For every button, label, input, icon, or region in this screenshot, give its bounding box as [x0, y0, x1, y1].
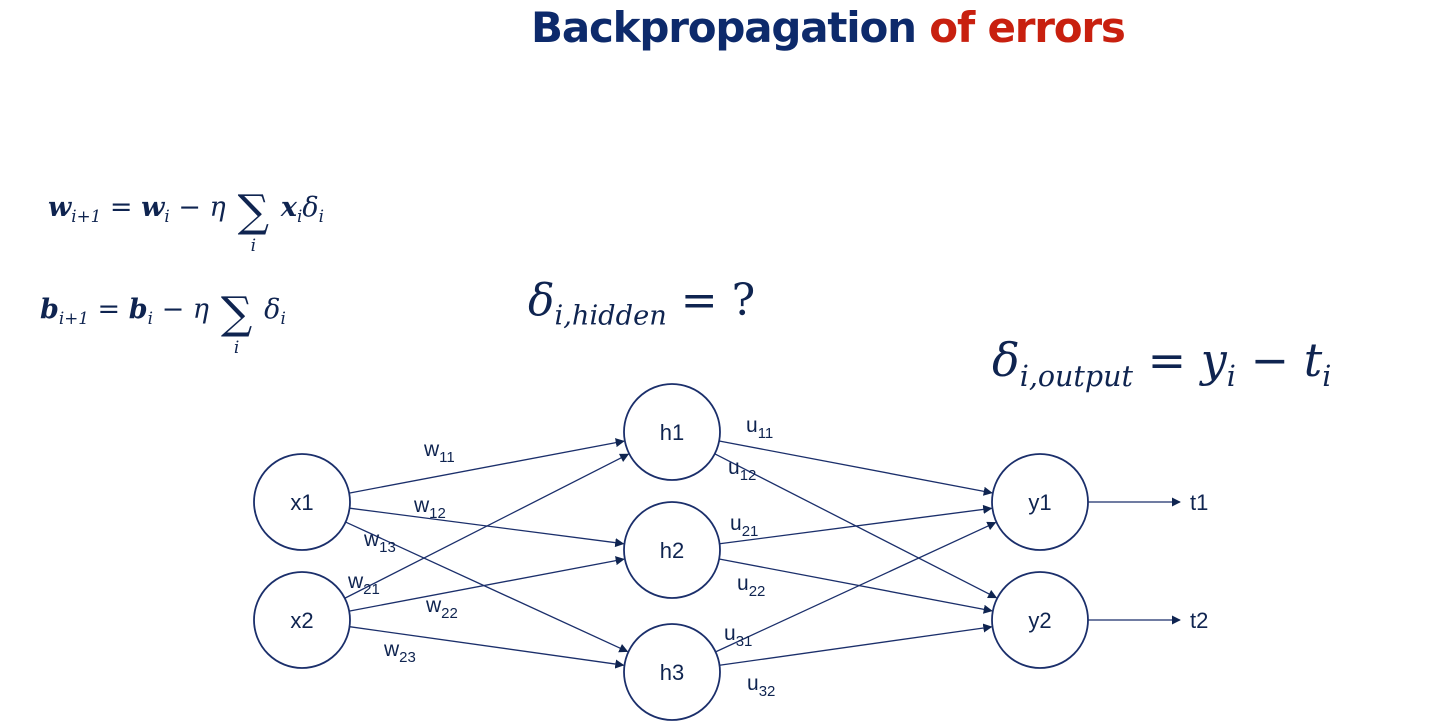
edge-label-u11: u11: [746, 414, 773, 442]
edge-h2-y1: [719, 504, 993, 545]
node-label-y2: y2: [1028, 608, 1051, 633]
eq-sub: i: [297, 205, 303, 226]
node-label-x1: x1: [290, 490, 313, 515]
edge-labels-layer: w11 w12 w13 w21 w22 w23 u11 u12 u21 u22 u31 u32: [347, 414, 775, 700]
hidden-node-h2: [623, 501, 721, 599]
eq-var: b: [40, 294, 59, 325]
sum-symbol: ∑i: [218, 292, 256, 357]
edge-h3-y2: [719, 623, 993, 666]
node-label-h2: h2: [660, 538, 684, 563]
eq-equals: =: [1147, 333, 1187, 387]
edge-label-w13: w13: [363, 528, 396, 556]
sum-glyph: ∑: [220, 288, 253, 339]
eq-sub: i: [318, 205, 324, 226]
sum-symbol: ∑i: [234, 190, 272, 255]
input-node-x2: [253, 571, 351, 669]
eq-sub: i: [1322, 359, 1332, 393]
node-label-x2: x2: [290, 608, 313, 633]
delta-output-equation: δi,output = yi − ti: [992, 333, 1331, 393]
eq-rhs: = ?: [680, 275, 756, 326]
edge-x1-h3: [345, 521, 629, 653]
eq-sub: i+1: [71, 205, 102, 226]
eq-equals: =: [97, 294, 121, 325]
output-node-y1: [991, 453, 1089, 551]
eq-eta: η: [209, 192, 226, 223]
hidden-node-h3: [623, 623, 721, 721]
bias-update-equation: bi+1 = bi − η ∑i δi: [40, 292, 286, 357]
edge-label-u22: u22: [737, 572, 765, 600]
edge-label-w21: w21: [347, 570, 380, 598]
hidden-node-h1: [623, 383, 721, 481]
eq-var: x: [280, 192, 297, 223]
edge-label-w12: w12: [413, 494, 446, 522]
node-label-h3: h3: [660, 660, 684, 685]
eq-minus: −: [1250, 333, 1290, 387]
edge-label-w22: w22: [425, 594, 458, 622]
edge-label-u12: u12: [728, 456, 756, 484]
eq-sub: i,output: [1019, 359, 1133, 393]
node-label-h1: h1: [660, 420, 684, 445]
title-main: Backpropagation: [531, 3, 917, 52]
nodes-layer: x1 x2 h1 h2 h3 y1 y2 t1 t2: [253, 383, 1208, 721]
eq-delta: δ: [264, 294, 281, 325]
eq-sub: i: [164, 205, 170, 226]
edge-h1-y1: [719, 440, 993, 496]
eq-sub: i: [147, 307, 153, 328]
eq-minus: −: [178, 192, 201, 223]
eq-eta: η: [192, 294, 209, 325]
sum-index: i: [250, 236, 257, 256]
input-node-x1: [253, 453, 351, 551]
target-label-t2: t2: [1190, 608, 1208, 633]
sum-glyph: ∑: [237, 186, 269, 237]
edges-layer: [344, 438, 1181, 669]
eq-sub: i+1: [58, 307, 89, 328]
edge-label-w23: w23: [383, 638, 416, 666]
target-label-t1: t1: [1190, 490, 1208, 515]
eq-sub: i,hidden: [554, 300, 667, 332]
edge-h2-y2: [719, 558, 993, 614]
output-node-y2: [991, 571, 1089, 669]
sum-index: i: [233, 338, 240, 358]
edge-label-u32: u32: [747, 672, 775, 700]
eq-delta: δ: [528, 275, 555, 326]
eq-delta: δ: [302, 192, 319, 223]
title-accent: of errors: [929, 3, 1126, 52]
edge-x2-h2: [349, 556, 625, 612]
eq-var: w: [48, 192, 72, 223]
eq-sub: i: [280, 307, 286, 328]
weight-update-equation: wi+1 = wi − η ∑i xiδi: [48, 190, 324, 255]
eq-delta: δ: [992, 333, 1020, 387]
edge-label-u31: u31: [724, 622, 752, 650]
eq-sub: i: [1226, 359, 1236, 393]
edge-h3-y1: [715, 521, 997, 653]
delta-hidden-equation: δi,hidden = ?: [528, 275, 755, 332]
eq-minus: −: [161, 294, 185, 325]
edge-label-u21: u21: [730, 512, 758, 540]
eq-equals: =: [109, 192, 133, 223]
eq-var: t: [1303, 333, 1323, 387]
edge-x2-h1: [344, 453, 630, 599]
slide-title: Backpropagation of errors: [531, 0, 1126, 56]
eq-var: w: [141, 192, 165, 223]
edge-x2-h3: [349, 626, 625, 669]
edge-label-w11: w11: [423, 438, 455, 466]
eq-var: b: [128, 294, 148, 325]
edge-x1-h1: [349, 438, 625, 494]
node-label-y1: y1: [1028, 490, 1051, 515]
eq-var: y: [1200, 333, 1227, 387]
